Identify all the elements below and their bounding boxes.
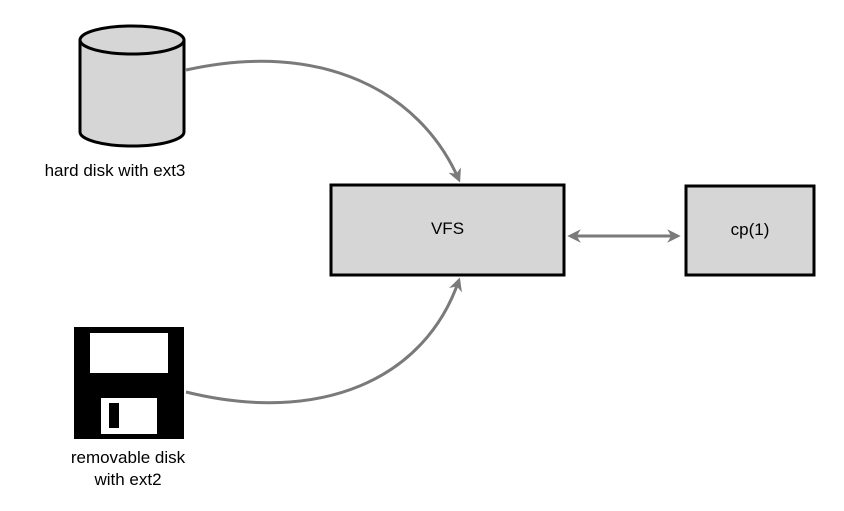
floppy-label-area — [90, 333, 168, 373]
removable-disk-label-line1: removable disk — [70, 448, 186, 467]
removable-disk-label-line2: with ext2 — [94, 470, 162, 489]
cp-box — [684, 184, 816, 277]
floppy-shutter-slot — [109, 403, 119, 428]
arrow-removable-disk-to-vfs — [185, 277, 462, 405]
hard-disk-cylinder-icon — [78, 24, 186, 148]
arrow-hard-disk-to-vfs — [185, 59, 461, 183]
floppy-disk-icon — [74, 327, 184, 439]
cp-label: cp(1) — [730, 220, 770, 239]
hard-disk-label: hard disk with ext3 — [44, 161, 186, 180]
vfs-box — [329, 183, 566, 277]
vfs-label: VFS — [430, 219, 465, 238]
